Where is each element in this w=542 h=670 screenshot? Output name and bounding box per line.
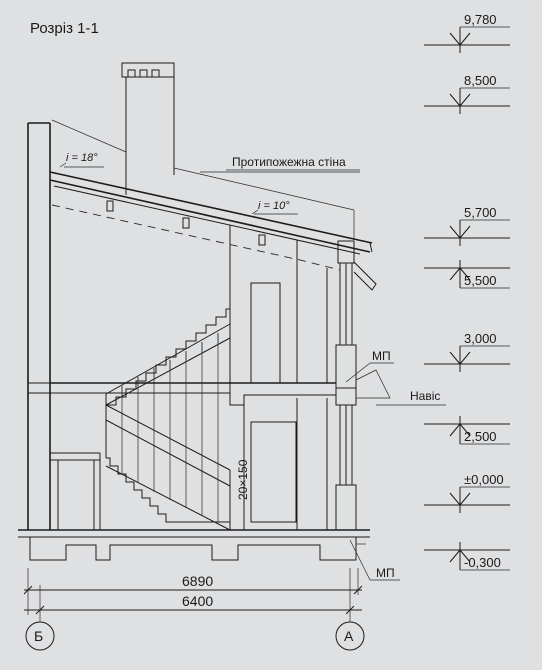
level-mark: -0,300: [424, 542, 510, 571]
level-value: 5,700: [464, 205, 497, 220]
dimension-lines: [23, 568, 363, 622]
ceiling-dashed: [51, 204, 341, 271]
inner-walls: [229, 225, 328, 530]
drawing-title: Розріз 1-1: [30, 20, 99, 37]
roof: [49, 171, 373, 255]
slope-upper-callout: i = 18°: [59, 152, 104, 168]
level-value: ±0,000: [464, 472, 504, 487]
level-mark: 3,000: [424, 331, 510, 372]
dimension-overall: 6890: [182, 573, 213, 589]
level-mark: 5,500: [424, 260, 510, 289]
floor-slab: [50, 382, 356, 406]
slope-lower-callout: i = 10°: [251, 200, 298, 215]
mp-upper-label: МП: [372, 349, 391, 363]
level-mark: 8,500: [424, 73, 510, 114]
stair-lower-flight: [105, 404, 231, 531]
level-value: 3,000: [464, 331, 497, 346]
axis-marker-right: А: [335, 621, 365, 651]
level-value: 2,500: [464, 429, 497, 444]
stair-size-label: 20×150: [236, 459, 250, 500]
level-mark: 9,780: [424, 12, 510, 53]
level-value: -0,300: [464, 555, 501, 570]
firewall-label: Протипожежна стіна: [232, 155, 346, 169]
level-value: 9,780: [464, 12, 497, 27]
mp-lower-label: МП: [376, 566, 395, 580]
fire-wall: [51, 119, 360, 240]
stair-upper-flight: [105, 308, 231, 476]
ground-floor-and-foundation: [18, 529, 370, 561]
dimension-axes: 6400: [182, 593, 213, 609]
axis-label-right: А: [344, 628, 354, 644]
level-mark: ±0,000: [424, 472, 510, 513]
canopy-label: Навіс: [410, 389, 440, 403]
level-value: 8,500: [464, 73, 497, 88]
right-wall: [335, 240, 377, 531]
slope-lower-label: i = 10°: [258, 200, 290, 212]
slope-upper-label: i = 18°: [66, 152, 98, 164]
canopy-callout: Навіс: [355, 369, 446, 406]
mp-upper-callout: МП: [345, 349, 394, 383]
level-marks: 9,780 8,500 5,700 5,500 3,000 2,500 ±0,000 -0,3…: [424, 12, 510, 571]
firewall-callout: Протипожежна стіна: [226, 155, 360, 171]
axis-marker-left: Б: [25, 621, 55, 651]
axis-label-left: Б: [34, 628, 43, 644]
level-value: 5,500: [464, 273, 497, 288]
level-mark: 5,700: [424, 205, 510, 246]
left-wall: [27, 122, 51, 530]
level-mark: 2,500: [424, 416, 510, 445]
mp-lower-callout: МП: [349, 539, 400, 581]
stair-void: [50, 452, 101, 530]
chimney: [121, 62, 175, 195]
